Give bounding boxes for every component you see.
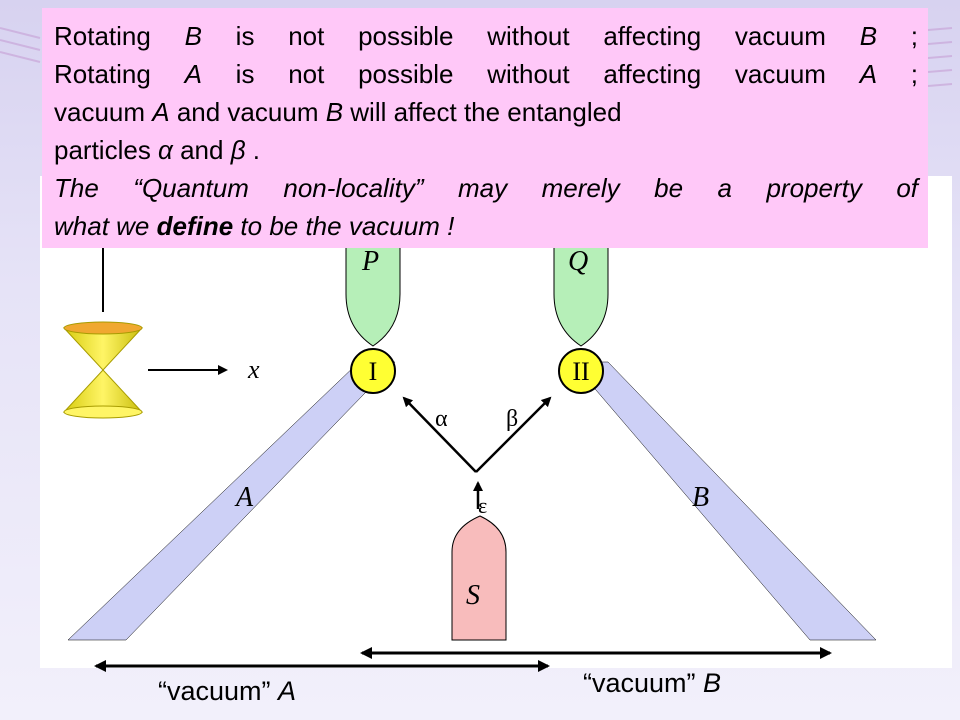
label-beta: β [506, 406, 518, 432]
entanglement-diagram: x P Q I II α β ε A B S [62, 176, 877, 641]
callout-line-2: Rotating A is not possible without affec… [54, 59, 918, 89]
node-ii [558, 348, 604, 394]
source-s [451, 515, 507, 641]
label-alpha: α [435, 406, 448, 432]
vacuum-a-quote: “vacuum” [158, 676, 279, 706]
callout-line-6: what we define to be the vacuum ! [54, 211, 455, 241]
arm-right [571, 361, 877, 641]
arm-left [67, 361, 396, 641]
vacuum-a-var: A [278, 676, 297, 706]
diagram-canvas: x P Q I II α β ε A B S [40, 176, 952, 668]
axis-label-x: x [247, 355, 260, 384]
label-node-ii: II [572, 357, 589, 386]
label-source-s: S [466, 580, 480, 611]
vacuum-b-var: B [703, 668, 722, 698]
label-arm-b: B [692, 482, 709, 513]
path-beta [475, 396, 552, 473]
node-i [350, 348, 396, 394]
label-arm-a: A [234, 482, 254, 513]
label-detector-q: Q [568, 246, 588, 277]
callout-line-5: The “Quantum non-locality” may merely be… [54, 173, 918, 203]
label-node-i: I [369, 357, 378, 386]
callout-line-3: vacuum A and vacuum B will affect the en… [54, 97, 622, 127]
explanation-callout: Rotating B is not possible without affec… [42, 8, 928, 248]
vacuum-a-label: “vacuum” A [158, 676, 296, 707]
label-epsilon: ε [478, 493, 487, 518]
callout-line-1: Rotating B is not possible without affec… [54, 21, 918, 51]
double-cone-icon [62, 228, 144, 419]
label-detector-p: P [361, 246, 379, 277]
vacuum-b-quote: “vacuum” [583, 668, 704, 698]
vacuum-b-label: “vacuum” B [583, 668, 721, 699]
callout-line-4: particles α and β . [54, 135, 261, 165]
path-alpha [402, 396, 477, 473]
